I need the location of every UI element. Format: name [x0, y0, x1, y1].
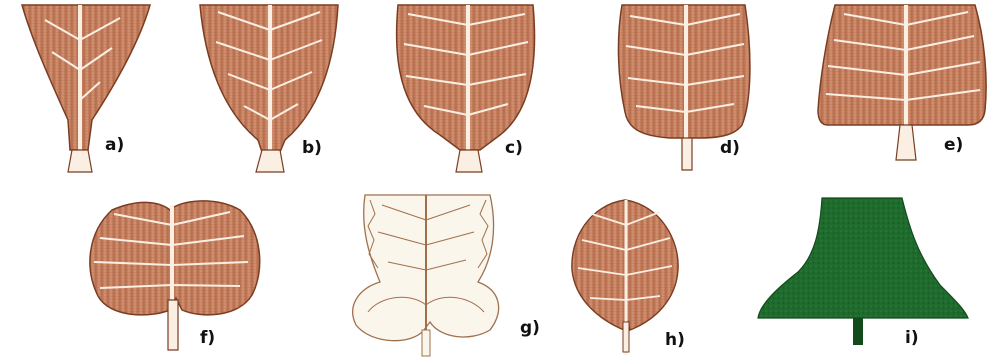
label-i: i) — [905, 328, 919, 348]
leaf-h — [572, 200, 678, 355]
leaf-i — [758, 198, 968, 345]
label-d: d) — [720, 138, 740, 158]
leaf-g — [353, 195, 499, 356]
label-h: h) — [665, 330, 685, 350]
label-b: b) — [302, 138, 322, 158]
label-g: g) — [520, 318, 540, 338]
label-e: e) — [944, 135, 963, 155]
label-f: f) — [200, 328, 215, 348]
leaf-a — [22, 5, 150, 172]
label-c: c) — [505, 138, 523, 158]
label-a: a) — [105, 135, 124, 155]
leaf-f — [90, 201, 260, 350]
